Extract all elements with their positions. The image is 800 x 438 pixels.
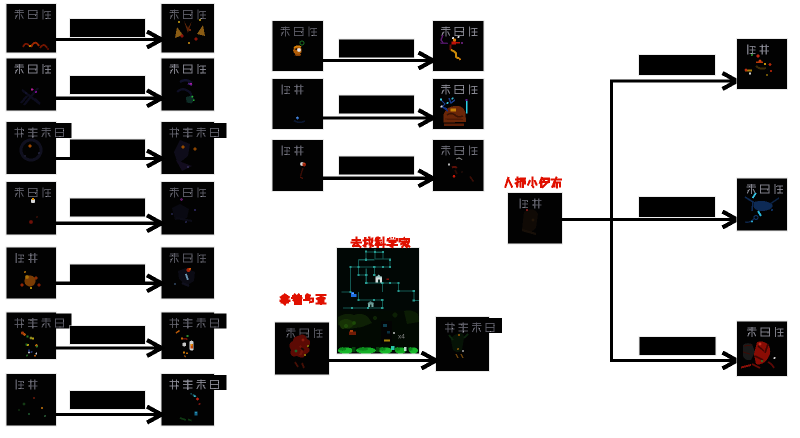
svg-text:x4: x4 — [398, 334, 405, 341]
